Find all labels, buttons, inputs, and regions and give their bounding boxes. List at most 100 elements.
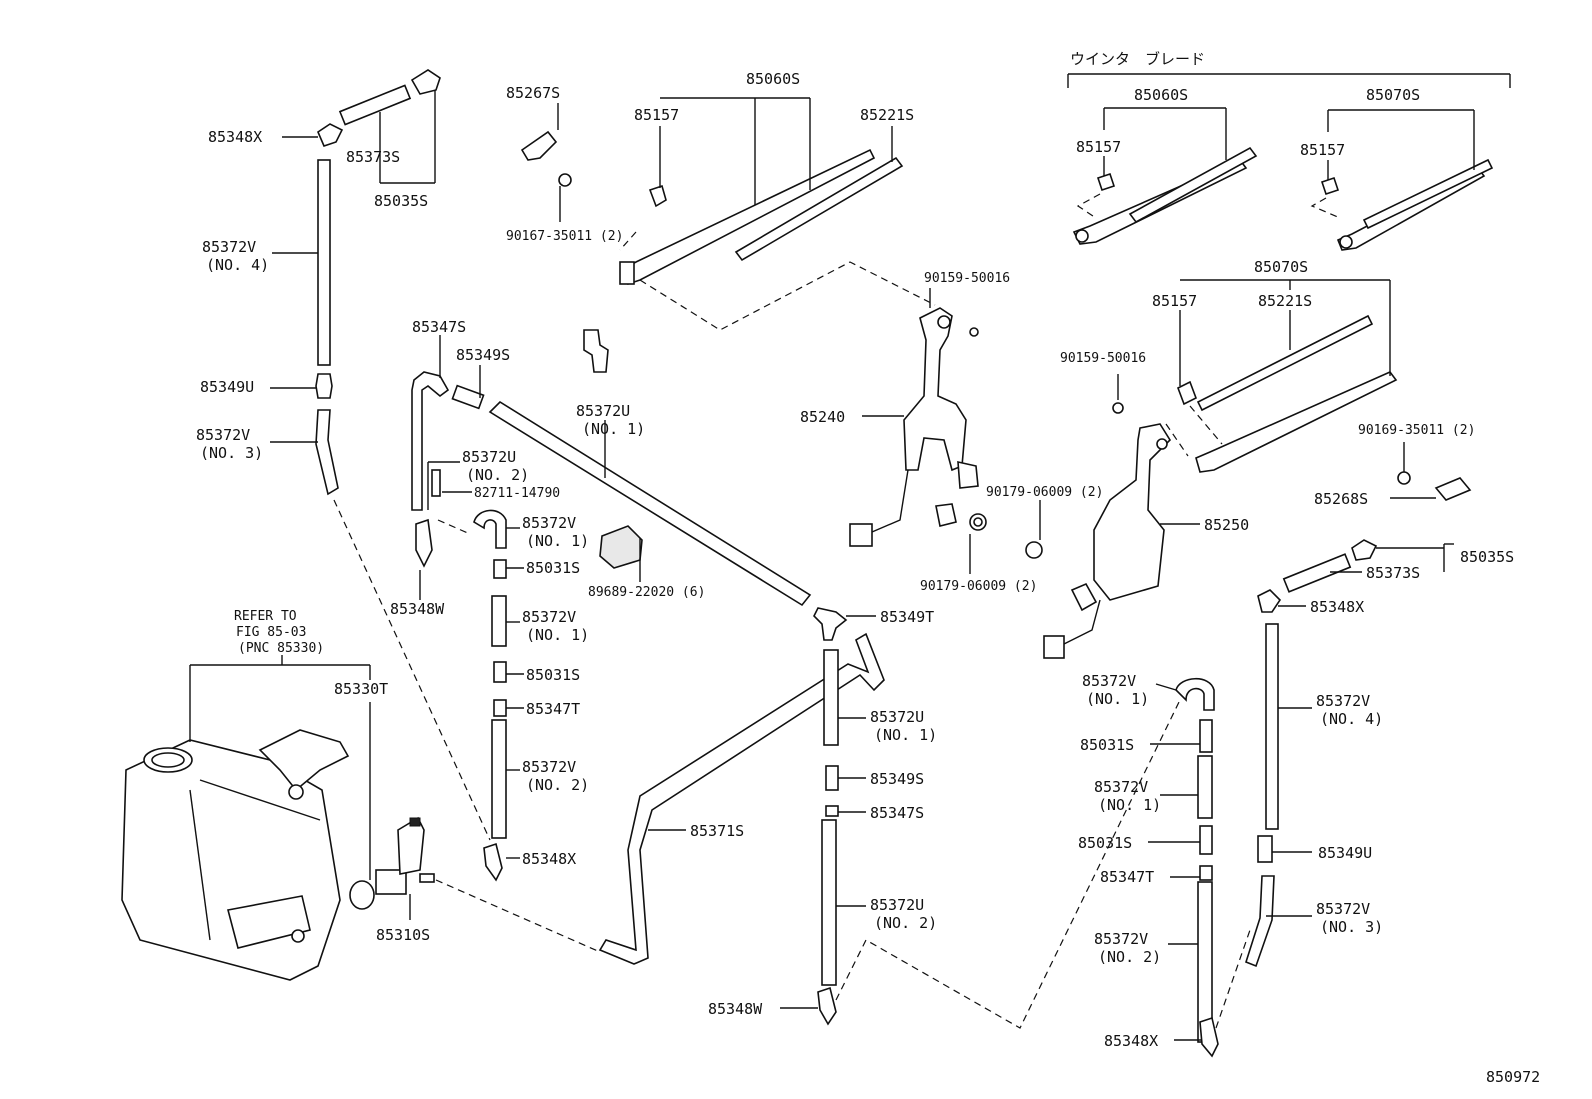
hose-85372v-no4-left xyxy=(317,159,331,366)
label-85035s-b: 85035S xyxy=(1460,548,1514,566)
center-right-vertical-hoses xyxy=(813,607,848,1026)
label-85349s-b: 85349S xyxy=(870,770,924,788)
wiper-arm-85070s-rear xyxy=(1176,314,1398,473)
winter-blade-85060s xyxy=(1072,146,1258,245)
label-no4-a: (NO. 4) xyxy=(206,256,269,274)
connector-85031s-d xyxy=(1199,825,1213,855)
label-no2-ud: (NO. 2) xyxy=(874,914,937,932)
label-no1-d: (NO. 1) xyxy=(526,626,589,644)
tank-bracket xyxy=(258,729,350,792)
label-90179-b: 90179-06009 (2) xyxy=(920,579,1037,594)
label-85267s: 85267S xyxy=(506,84,560,102)
label-85268s: 85268S xyxy=(1314,490,1368,508)
tank-mount xyxy=(227,895,311,949)
cap-85157-b xyxy=(1096,172,1116,192)
refer-note-1: REFER TO xyxy=(234,609,297,624)
clamp-82711 xyxy=(431,469,441,497)
label-no1-u: (NO. 1) xyxy=(582,420,645,438)
right-rear-hose-assembly xyxy=(1175,539,1378,1058)
label-85372u-b: 85372U xyxy=(462,448,516,466)
washer-pump-85310s xyxy=(349,816,435,910)
hose-85372v-no1-d xyxy=(491,595,507,647)
label-85372u-d: 85372U xyxy=(870,896,924,914)
bracket-85267s xyxy=(520,130,572,187)
spring-85347t-b xyxy=(1199,865,1213,881)
label-85031s-a: 85031S xyxy=(526,559,580,577)
label-85060s-b: 85060S xyxy=(1134,86,1188,104)
label-no3-a: (NO. 3) xyxy=(200,444,263,462)
cap-85157-c xyxy=(1320,176,1340,196)
label-85348x-d: 85348X xyxy=(1104,1032,1158,1050)
label-85157-a: 85157 xyxy=(634,106,679,124)
joint-85348w-a xyxy=(415,518,433,568)
label-85031s-d: 85031S xyxy=(1078,834,1132,852)
nozzle-85035s-left xyxy=(410,69,441,95)
label-85070s-b: 85070S xyxy=(1254,258,1308,276)
label-85372v-j: 85372V xyxy=(1316,900,1370,918)
cap-85157-d xyxy=(1176,380,1198,406)
label-85348w-a: 85348W xyxy=(390,600,445,618)
label-85349u-a: 85349U xyxy=(200,378,254,396)
label-89689: 89689-22020 (6) xyxy=(588,585,705,600)
left-rear-hose-assembly xyxy=(315,69,441,496)
label-no1-c: (NO. 1) xyxy=(526,532,589,550)
label-85240: 85240 xyxy=(800,408,845,426)
hose-85372v-no1-c xyxy=(473,509,507,549)
label-85157-d: 85157 xyxy=(1152,292,1197,310)
label-85250: 85250 xyxy=(1204,516,1249,534)
label-no4-f: (NO. 4) xyxy=(1320,710,1383,728)
label-85372v-e: 85372V xyxy=(522,758,576,776)
label-85348x-a: 85348X xyxy=(208,128,262,146)
label-90167: 90167-35011 (2) xyxy=(506,229,623,244)
label-85371s: 85371S xyxy=(690,822,744,840)
hose-85371s xyxy=(598,632,885,965)
connector-85031s-a xyxy=(493,559,507,579)
hose-85372v-no2-e xyxy=(491,719,507,839)
label-85347t-a: 85347T xyxy=(526,700,580,718)
bracket-85268s xyxy=(1434,477,1472,501)
label-85372u-c: 85372U xyxy=(870,708,924,726)
winter-blade-header: ウインタ ブレード xyxy=(1070,50,1205,68)
label-no1-h: (NO. 1) xyxy=(1098,796,1161,814)
label-90169: 90169-35011 (2) xyxy=(1358,423,1475,438)
label-85349t: 85349T xyxy=(880,608,934,626)
motor-connector xyxy=(849,523,873,547)
joint-85348x-d xyxy=(1199,1016,1219,1058)
label-85347t-b: 85347T xyxy=(1100,868,1154,886)
blade-refill-85221s-rear xyxy=(1196,314,1374,412)
label-85372v-h: 85372V xyxy=(1094,778,1148,796)
winter-blade-85070s xyxy=(1320,158,1494,251)
label-90159-b: 90159-50016 xyxy=(1060,351,1146,366)
label-85157-b: 85157 xyxy=(1076,138,1121,156)
joint-85348x-b xyxy=(483,842,503,882)
hose-85372v-no4-right xyxy=(1265,623,1279,830)
wiper-arm-85060s-front xyxy=(619,148,904,285)
spring-85347s-b xyxy=(825,805,839,817)
label-85372v-a: 85372V xyxy=(202,238,256,256)
label-85349u-b: 85349U xyxy=(1318,844,1372,862)
connector-85349s-a xyxy=(451,384,485,410)
label-82711: 82711-14790 xyxy=(474,486,560,501)
label-85372v-c: 85372V xyxy=(522,514,576,532)
elbow-85348x-right xyxy=(1257,589,1282,613)
hose-85373s-left xyxy=(338,84,412,126)
connector-85031s-b xyxy=(493,661,507,683)
refer-note-2: FIG 85-03 xyxy=(236,625,306,640)
joint-85348w-b xyxy=(817,986,837,1026)
blade-refill-85221s-front xyxy=(734,156,904,262)
label-no3-j: (NO. 3) xyxy=(1320,918,1383,936)
label-85070s-a: 85070S xyxy=(1366,86,1420,104)
connector-85349u-right xyxy=(1257,835,1273,863)
label-85372v-i: 85372V xyxy=(1094,930,1148,948)
wiper-motor-85250 xyxy=(1025,402,1172,659)
connector-85349s-b xyxy=(825,765,839,791)
connector-89689 xyxy=(599,525,643,569)
hose-85372u-no2 xyxy=(411,371,450,511)
label-85221s-b: 85221S xyxy=(1258,292,1312,310)
label-85372v-d: 85372V xyxy=(522,608,576,626)
label-85372v-b: 85372V xyxy=(196,426,250,444)
label-85373s-b: 85373S xyxy=(1366,564,1420,582)
label-85031s-c: 85031S xyxy=(1080,736,1134,754)
